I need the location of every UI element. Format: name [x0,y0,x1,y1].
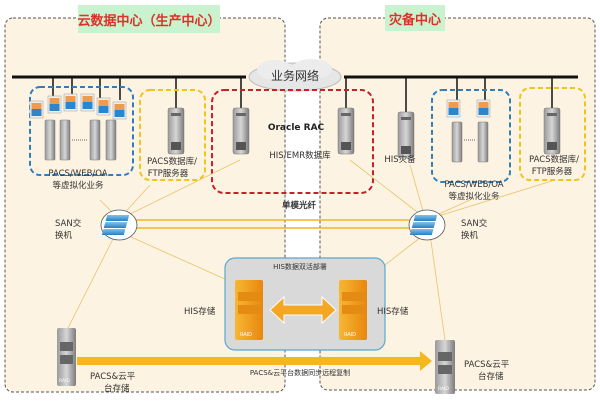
right-san-label-1: SAN交 [461,218,488,229]
svg-text:RAID: RAID [240,332,252,338]
dr-title-bg [385,5,445,31]
left-pacs-db-label-2: FTP服务器 [148,168,189,179]
active-active-label: HIS数据双活部署 [273,262,327,271]
replication-arrow-icon [77,351,432,371]
left-pacs-db-label-1: PACS数据库/ [147,156,197,167]
right-san-label-2: 换机 [461,230,479,241]
left-pacs-db-group [139,89,206,181]
server-icon [232,107,250,155]
fiber-label: 单模光纤 [282,200,317,211]
san-links [65,159,556,341]
san-switch-icon [100,209,138,241]
san-switch-icon [408,209,446,241]
oracle-rac-label: Oracle RAC [268,123,325,133]
svg-text:RAID: RAID [59,378,70,384]
left-pacs-storage-label-2: 台存储 [104,383,130,394]
right-pacs-db-label-1: PACS数据库/ [529,154,579,165]
left-pacs-storage-label-1: PACS&云平 [90,372,136,382]
right-virt-label-2: 等虚拟化业务 [448,191,500,202]
bidirectional-arrow-icon [269,295,337,325]
pacs-storage-left-icon: RAID [57,328,76,386]
right-pacs-db-label-2: FTP服务器 [532,166,573,177]
replication-label: PACS&云平台数据同步远程复制 [250,368,350,377]
left-virt-label-1: PACS/WEB/OA [48,169,107,179]
left-san-label-1: SAN交 [55,218,82,229]
right-virt-label-1: PACS/WEB/OA [444,180,503,190]
left-virtualization-group [29,86,134,176]
his-storage-left-icon: RAID [235,280,263,340]
his-emr-db-label: HIS/EMR数据库 [269,150,331,161]
right-pacs-storage-label-1: PACS&云平 [464,360,510,370]
bus-drops [52,77,553,112]
cloud-icon [248,59,342,92]
left-his-storage-label: HIS存储 [184,306,216,317]
pacs-storage-right-icon: RAID [435,340,455,394]
left-virt-label-2: 等虚拟化业务 [52,180,104,191]
oracle-rac-group [211,89,374,194]
business-network-label: 业务网络 [271,68,319,83]
right-his-storage-label: HIS存储 [377,306,409,317]
dr-center-title: 灾备中心 [389,12,441,28]
right-virtualization-group [431,89,511,183]
right-pacs-db-group [519,87,586,181]
server-icon [397,111,415,159]
left-san-label-2: 换机 [55,230,73,241]
right-pacs-storage-label-2: 台存储 [478,371,504,382]
server-icon [167,107,185,155]
dr-center-region [319,17,596,391]
his-storage-right-icon: RAID [339,280,367,340]
production-title-bg [78,5,220,33]
server-icon [543,107,561,155]
production-center-title: 云数据中心（生产中心） [77,13,220,29]
svg-text:RAID: RAID [344,332,356,338]
server-icon [337,107,355,155]
svg-text:RAID: RAID [438,386,449,392]
his-backup-label: HIS灾备 [384,154,416,165]
